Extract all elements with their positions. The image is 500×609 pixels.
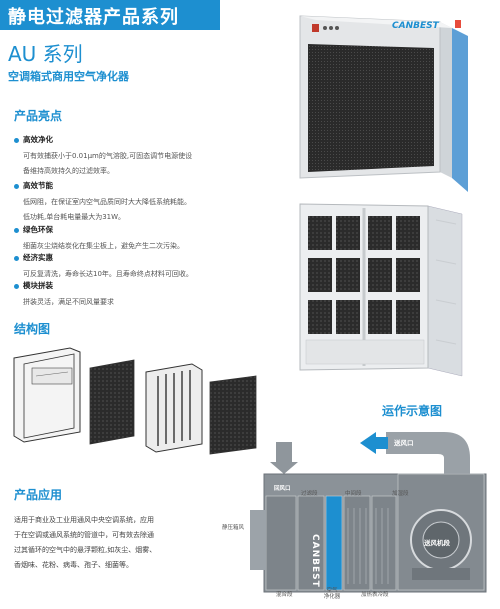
label-mixing-section: 混合段 — [276, 592, 293, 598]
feature-item: 高效净化 可有效捕获小于0.01μm的气溶胶,可固态调节电源使设 备维持高效持久… — [14, 134, 192, 176]
feature-text: 细菌灰尘烧结炭化在集尘板上，避免产生二次污染。 — [23, 242, 184, 250]
diagram-heading: 运作示意图 — [382, 404, 443, 418]
application-heading: 产品应用 — [14, 488, 63, 502]
feature-text: 拼装灵活，满足不同风量要求 — [23, 298, 114, 306]
feature-title: 模块拼装 — [23, 281, 53, 290]
highlights-heading: 产品亮点 — [14, 109, 63, 123]
feature-text: 低功耗,单台耗电量最大为31W。 — [23, 213, 126, 221]
feature-title: 绿色环保 — [23, 225, 53, 234]
label-filter-section: 过滤段 — [301, 491, 318, 497]
page-title: 静电过滤器产品系列 — [8, 7, 179, 28]
label-return-outlet: 回风口 — [274, 486, 291, 492]
product-image-modules — [299, 203, 463, 377]
application-text: 过其循环的空气中的悬浮颗粒,如灰尘、烟雾、 — [14, 546, 157, 554]
feature-text: 可有效捕获小于0.01μm的气溶胶,可固态调节电源使设 — [23, 152, 193, 160]
structure-heading: 结构图 — [14, 322, 51, 336]
diagram-brand-logo: CANBEST — [310, 534, 320, 588]
label-fan-section: 送风机段 — [424, 539, 450, 547]
product-image-closed — [299, 15, 468, 192]
feature-title: 高效净化 — [23, 135, 53, 144]
feature-item: 经济实惠 可反复清洗，寿命长达10年。且寿命终点材料可回收。 — [14, 252, 193, 279]
application-text: 适用于商业及工业用通风中央空调系统，应用 — [14, 516, 154, 524]
application-text: 香烟味、花粉、病毒、孢子、细菌等。 — [14, 561, 133, 569]
application-text: 于在空调或通风系统的管道中，可有效去除通 — [14, 531, 154, 539]
bullet-icon — [14, 137, 19, 143]
operation-diagram — [250, 432, 487, 593]
product-brand-logo: CANBEST — [392, 21, 439, 31]
feature-text: 备维持高效持久的过滤效率。 — [23, 167, 114, 175]
feature-title: 经济实惠 — [23, 253, 53, 262]
feature-item: 高效节能 低网阻，在保证室内空气品质同时大大降低系统耗能。 低功耗,单台耗电量最… — [14, 180, 191, 222]
bullet-icon — [14, 283, 19, 289]
bullet-icon — [14, 183, 19, 189]
label-static-box: 静压箱风 — [222, 525, 245, 531]
bullet-icon — [14, 227, 19, 233]
feature-text: 可反复清洗，寿命长达10年。且寿命终点材料可回收。 — [23, 270, 193, 278]
label-air-purifier: 空气 净化器 — [323, 588, 341, 601]
label-supply-outlet: 送风口 — [394, 439, 414, 447]
model-title: AU 系列 — [8, 42, 83, 66]
structure-diagram — [13, 347, 257, 455]
label-humidify-section: 加湿段 — [392, 491, 409, 497]
feature-item: 模块拼装 拼装灵活，满足不同风量要求 — [14, 280, 114, 307]
label-middle-section: 中间段 — [345, 491, 362, 497]
feature-text: 低网阻，在保证室内空气品质同时大大降低系统耗能。 — [23, 198, 191, 206]
model-subtitle: 空调箱式商用空气净化器 — [8, 70, 129, 83]
label-heating-cooling: 加热表冷段 — [361, 592, 389, 598]
feature-title: 高效节能 — [23, 181, 53, 190]
feature-item: 绿色环保 细菌灰尘烧结炭化在集尘板上，避免产生二次污染。 — [14, 224, 184, 251]
title-banner — [0, 0, 220, 30]
bullet-icon — [14, 255, 19, 261]
